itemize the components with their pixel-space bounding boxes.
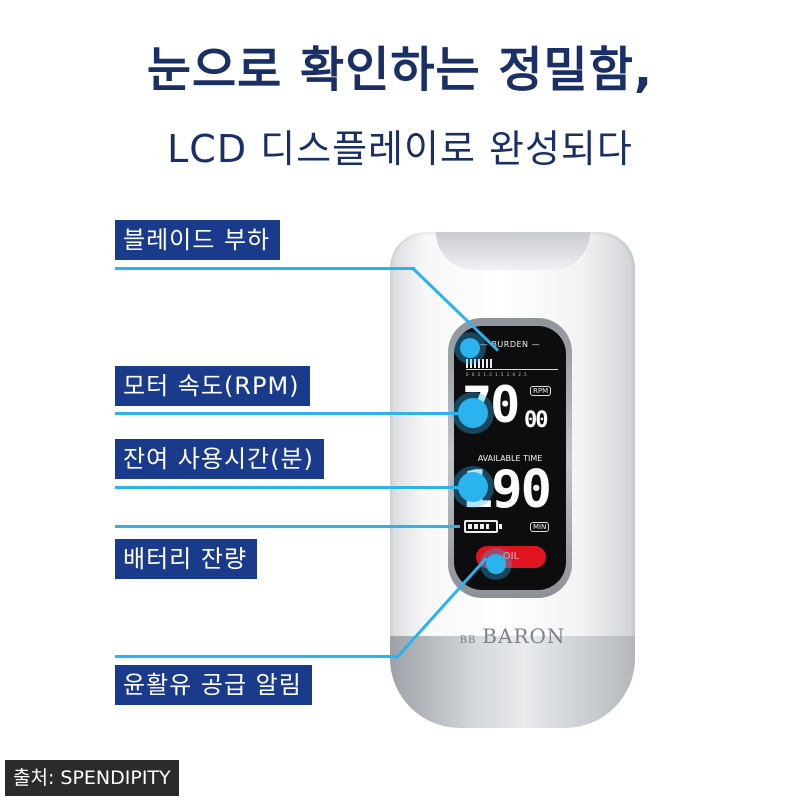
- source-credit: 출처: SPENDIPITY: [5, 760, 179, 796]
- lcd-available-label: AVAILABLE TIME: [477, 454, 543, 463]
- lcd-burden-scale: 0 0.5 1.0 1.5 2.0 2.5: [466, 356, 558, 377]
- callout-label-oil: 윤활유 공급 알림: [115, 665, 312, 705]
- callout-label-blade-load: 블레이드 부하: [115, 220, 281, 260]
- callout-label-battery: 배터리 잔량: [115, 539, 258, 579]
- callout-line-blade-load: [115, 267, 415, 270]
- battery-fill: [468, 524, 489, 529]
- callout-dot-remaining-time: [458, 472, 488, 502]
- callout-line-oil: [115, 655, 398, 658]
- callout-line-remaining-time: [115, 486, 460, 489]
- callout-line-motor-speed: [115, 412, 460, 415]
- subheadline: LCD 디스플레이로 완성되다: [167, 127, 633, 171]
- trimmer-device: — BURDEN — 0 0.5 1.0 1.5 2.0 2.5 70 RPM …: [390, 232, 635, 728]
- callout-dot-oil: [486, 554, 506, 574]
- lcd-scale-ticks: 0 0.5 1.0 1.5 2.0 2.5: [466, 372, 528, 377]
- device-base: [390, 636, 635, 728]
- lcd-time-unit: MIN: [530, 522, 550, 532]
- device-top-cap: [436, 232, 590, 270]
- lcd-burden-label: — BURDEN —: [479, 340, 541, 349]
- lcd-rpm-unit: RPM: [530, 386, 552, 396]
- callout-label-motor-speed: 모터 속도(RPM): [115, 366, 310, 406]
- callout-label-remaining-time: 잔여 사용시간(분): [115, 439, 324, 479]
- callout-dot-blade-load: [460, 338, 480, 358]
- lcd-rpm-small-digits: 00: [524, 408, 548, 433]
- battery-icon: [464, 520, 502, 533]
- callout-line-battery: [115, 525, 460, 528]
- headline: 눈으로 확인하는 정밀함,: [146, 42, 654, 98]
- brand-mark-icon: BB: [459, 635, 477, 646]
- callout-dot-motor-speed: [458, 398, 488, 428]
- lcd-burden-bars: [466, 359, 492, 368]
- lcd-screen: — BURDEN — 0 0.5 1.0 1.5 2.0 2.5 70 RPM …: [454, 326, 566, 590]
